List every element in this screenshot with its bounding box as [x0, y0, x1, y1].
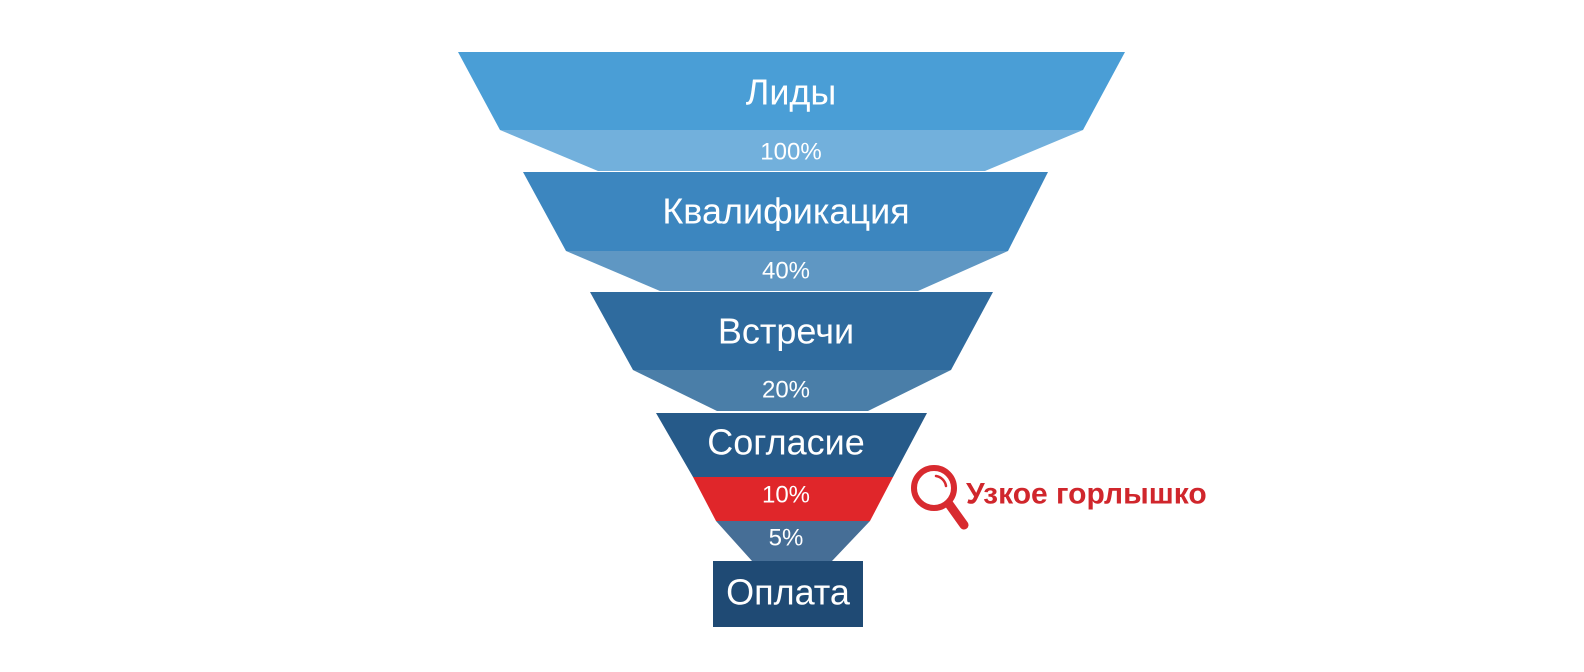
conversion-band-5: 5%	[716, 521, 870, 561]
funnel-stage-agreement: Согласие	[656, 413, 927, 477]
conversion-band-100: 100%	[500, 130, 1083, 171]
stage-label: Лиды	[746, 72, 837, 113]
stage-shape	[656, 413, 927, 477]
bottleneck-callout: Узкое горлышко	[911, 465, 1207, 530]
conversion-label: 5%	[769, 525, 804, 552]
band-shape	[633, 370, 951, 411]
funnel-stage-meetings: Встречи	[590, 292, 993, 370]
band-shape	[716, 521, 870, 561]
stage-shape	[523, 172, 1048, 251]
conversion-label: 100%	[760, 139, 821, 166]
conversion-label: 10%	[762, 482, 810, 509]
stage-label: Встречи	[718, 311, 854, 352]
stage-label: Оплата	[726, 572, 851, 613]
conversion-band-20: 20%	[633, 370, 951, 411]
stage-shape	[713, 561, 863, 627]
stage-label: Квалификация	[662, 191, 909, 232]
band-shape	[500, 130, 1083, 171]
stage-shape	[458, 52, 1125, 130]
magnifier-icon	[911, 465, 969, 530]
band-shape	[693, 477, 893, 521]
band-shape	[566, 251, 1008, 291]
conversion-label: 40%	[762, 258, 810, 285]
funnel-stage-leads: Лиды	[458, 52, 1125, 130]
conversion-band-10-bottleneck: 10%	[693, 477, 893, 521]
bottleneck-label: Узкое горлышко	[966, 478, 1207, 511]
stage-label: Согласие	[707, 422, 865, 463]
conversion-label: 20%	[762, 377, 810, 404]
stage-shape	[590, 292, 993, 370]
funnel-stage-payment: Оплата	[713, 561, 863, 627]
conversion-band-40: 40%	[566, 251, 1008, 291]
funnel-stage-qualification: Квалификация	[523, 172, 1048, 251]
